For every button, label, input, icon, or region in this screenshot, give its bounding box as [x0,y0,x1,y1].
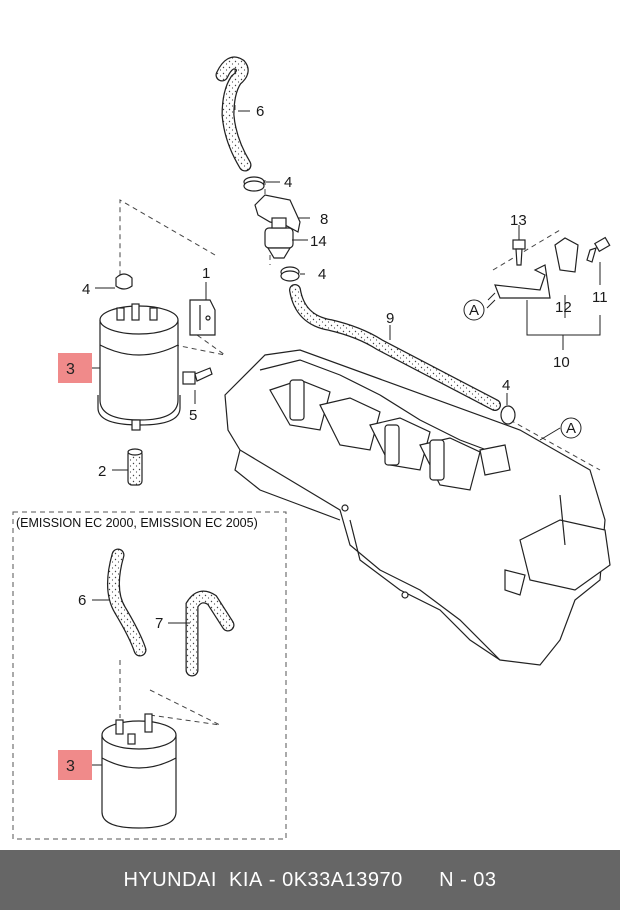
highlight-3-main [58,353,92,383]
bracket-1 [189,299,216,336]
routing-lines [119,60,601,471]
callout-11: 11 [592,289,608,306]
callout-4-mid: 4 [318,266,326,283]
callout-4-left: 4 [82,281,90,298]
canister-3 [97,303,181,431]
svg-text:A: A [469,302,479,319]
callout-8: 8 [320,211,328,228]
footer-gap [403,869,439,892]
cap-4-left [115,273,133,290]
callout-13: 13 [510,212,527,229]
callout-5: 5 [189,407,197,424]
footer-code: N - 03 [439,868,497,891]
bracket-8 [254,194,301,233]
footer-separator: - [262,868,283,891]
callout-14: 14 [310,233,327,250]
highlight-3-inset-label: 3 [66,758,75,775]
footer-brand: HYUNDAI KIA [123,868,263,891]
reference-marker-a-right: A [560,417,582,439]
footer-bar: HYUNDAI KIA - 0K33A13970 N - 03 [0,850,620,910]
intake-manifold [224,349,611,666]
callout-4-right: 4 [502,377,510,394]
callout-12: 12 [555,299,572,316]
purge-valve-14 [264,217,294,259]
inset-callout-7: 7 [155,615,163,632]
callout-10: 10 [553,354,570,371]
parts-diagram: 3 1 2 4 4 4 4 5 6 8 9 10 11 12 13 14 A A [12,56,611,840]
clamp-4-mid [280,266,300,282]
highlight-3-main-label: 3 [66,361,75,378]
clamp-4-right [500,405,516,425]
bracket-group-lines [487,232,601,350]
callout-1: 1 [202,265,210,282]
inset-frame [12,511,287,840]
bolt-11 [586,236,611,263]
tube-2 [127,448,143,486]
bolt-5 [182,367,213,385]
inset-callout-6: 6 [78,592,86,609]
callout-9: 9 [386,310,394,327]
svg-text:A: A [566,420,576,437]
callout-2: 2 [98,463,106,480]
footer-part-number: 0K33A13970 [282,868,403,891]
callout-4-top: 4 [284,174,292,191]
bracket-10 [494,237,579,299]
highlight-3-inset [58,750,92,780]
bolt-13 [512,239,526,266]
clamp-4-top [243,176,265,192]
reference-marker-a-left: A [463,299,485,321]
callout-6: 6 [256,103,264,120]
inset-canister-3 [101,713,177,829]
inset-title: (EMISSION EC 2000, EMISSION EC 2005) [16,516,258,530]
